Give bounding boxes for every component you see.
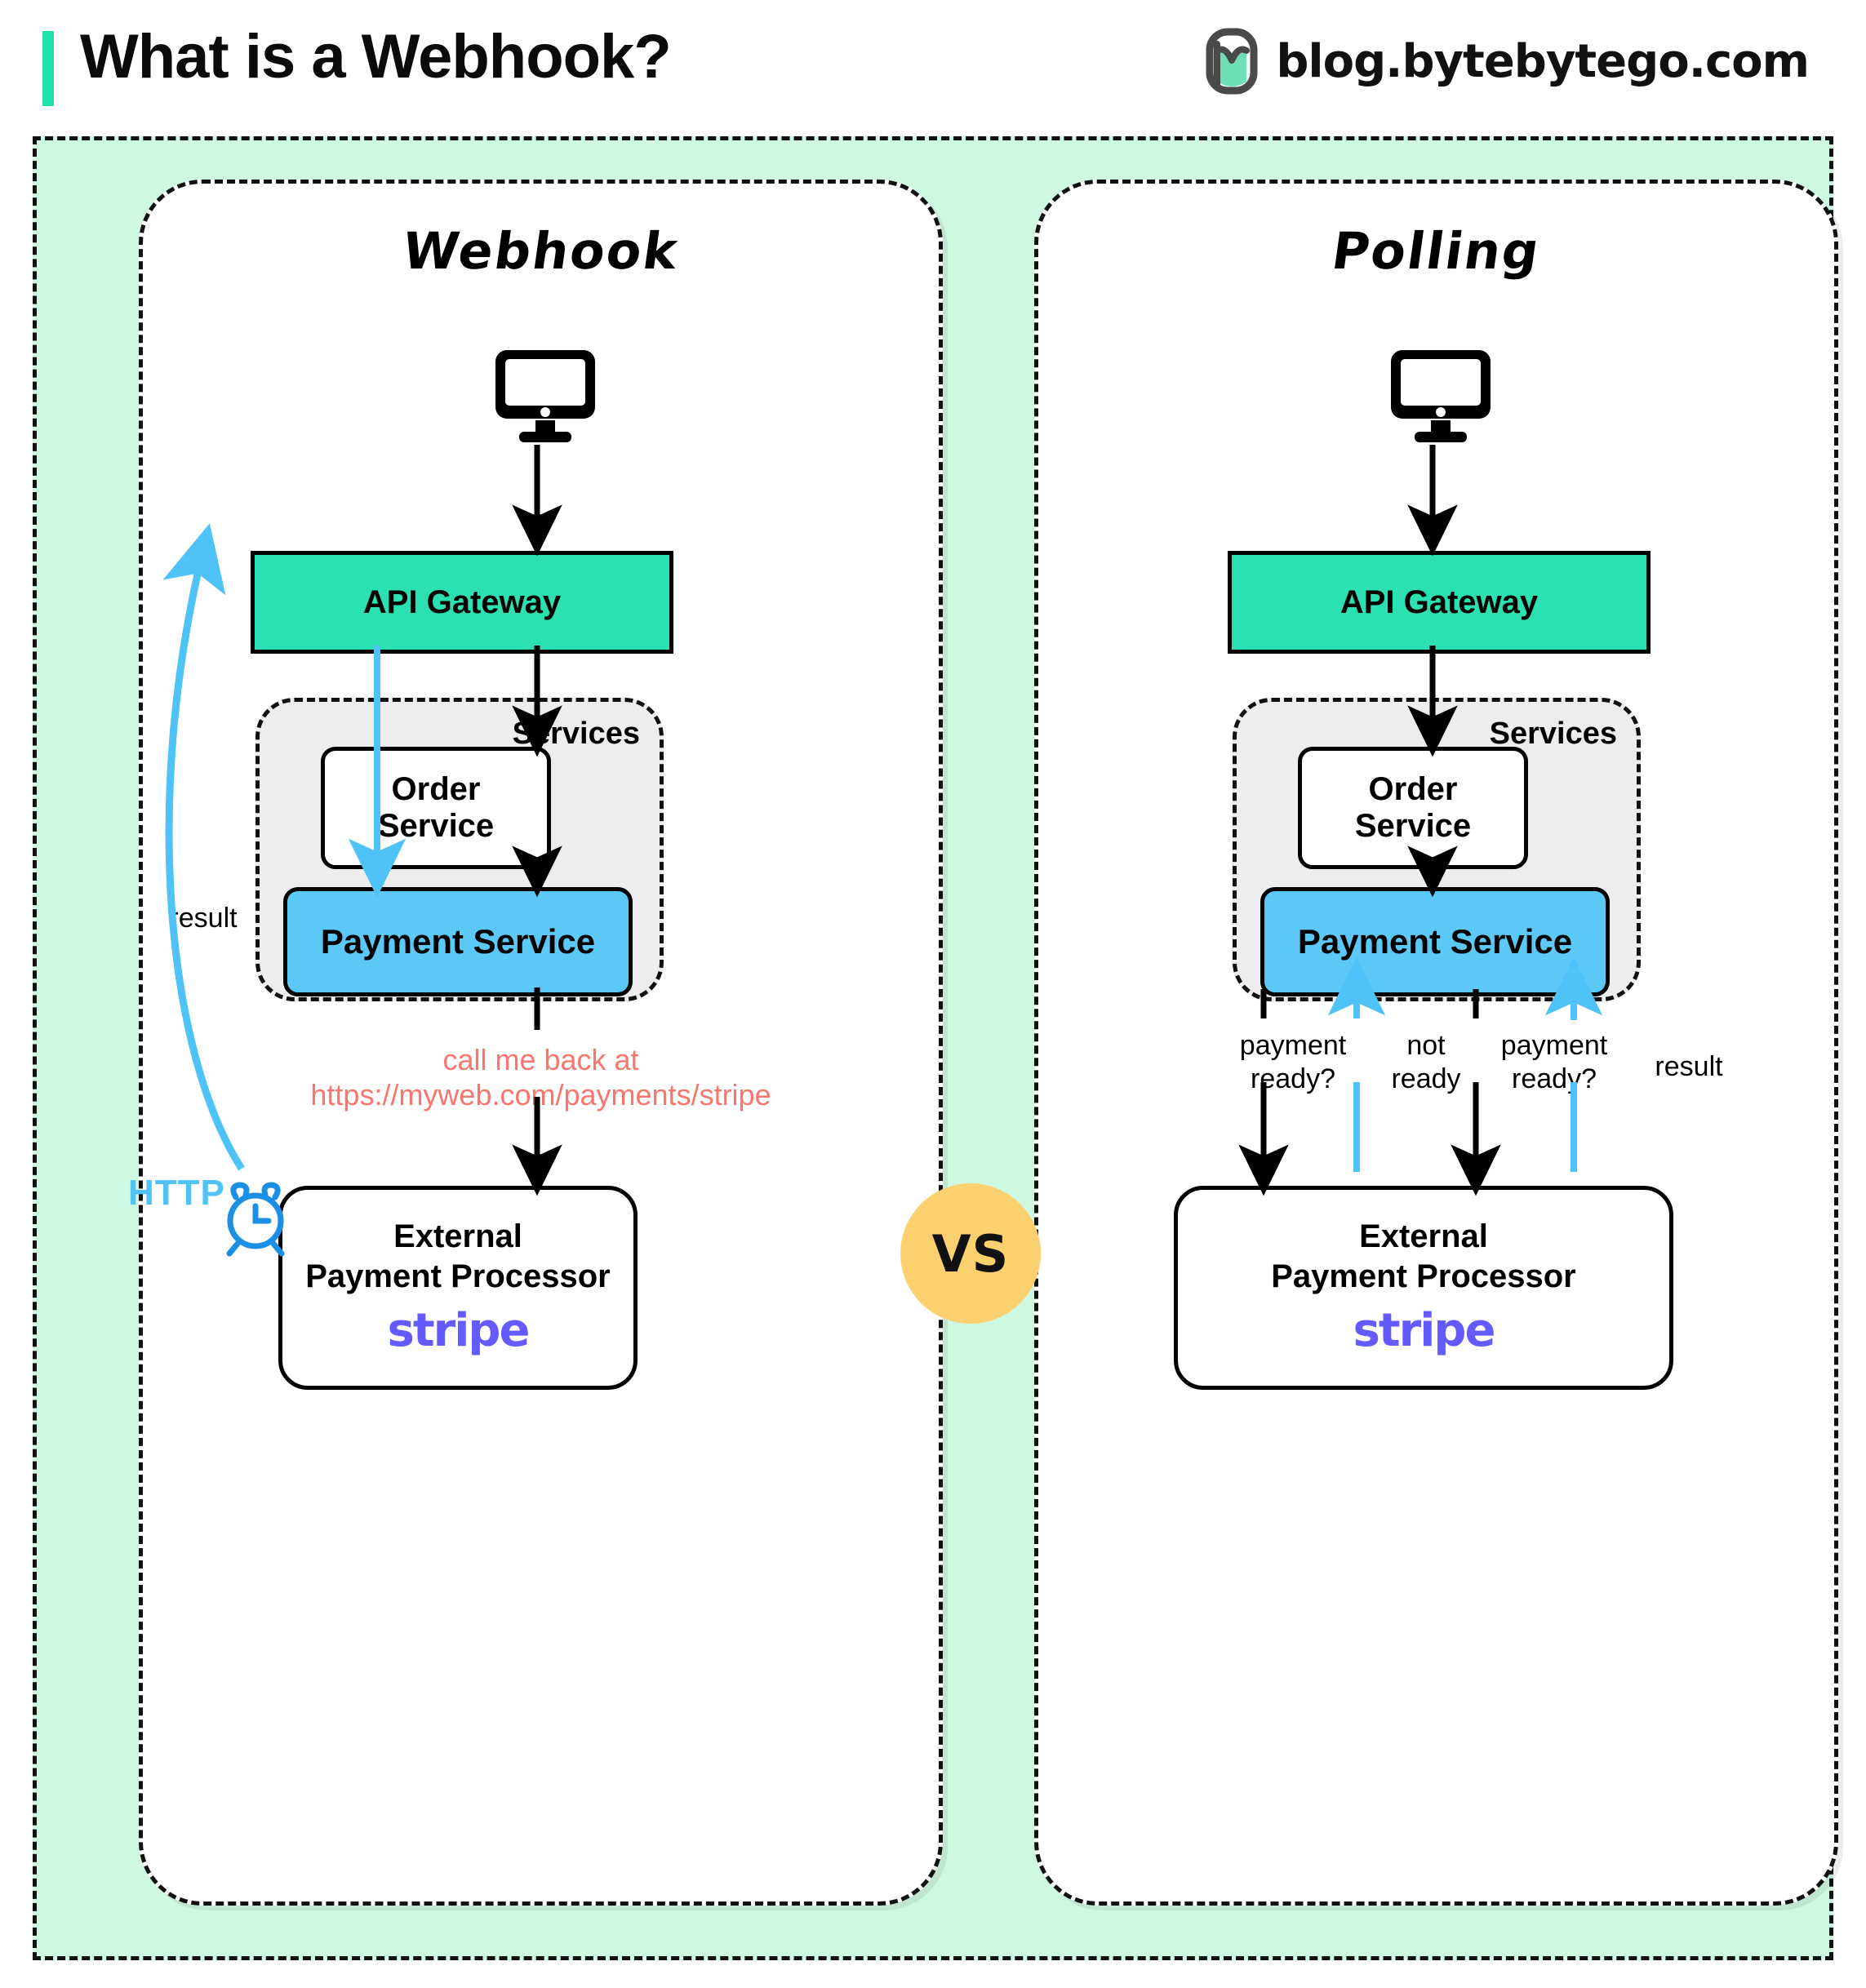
polling-payment-service-node[interactable]: Payment Service xyxy=(1260,887,1610,996)
polling-label-result: result xyxy=(1655,1051,1723,1082)
bytebytego-logo-icon xyxy=(1206,28,1258,95)
polling-order-service-label: Order Service xyxy=(1354,771,1472,844)
webhook-http-label: HTTP xyxy=(128,1173,225,1213)
webhook-callback-annotation: call me back at https://myweb.com/paymen… xyxy=(143,1042,939,1112)
panel-polling-title-text: Polling xyxy=(1328,221,1544,281)
polling-label-payment-ready-2: payment ready? xyxy=(1500,1030,1608,1095)
alarm-clock-icon xyxy=(226,1182,285,1257)
polling-external-line1: External xyxy=(1359,1218,1488,1254)
page-title: What is a Webhook? xyxy=(80,22,672,91)
polling-api-gateway-node[interactable]: API Gateway xyxy=(1228,551,1651,654)
vs-badge-label: VS xyxy=(931,1223,1010,1284)
webhook-order-service-node[interactable]: Order Service xyxy=(321,747,551,869)
webhook-external-line1: External xyxy=(393,1218,522,1254)
polling-label-payment-ready-1: payment ready? xyxy=(1239,1030,1347,1095)
vs-badge: VS xyxy=(900,1183,1041,1324)
panel-polling: Polling API Gateway Services Order Servi… xyxy=(1034,180,1838,1906)
webhook-payment-service-node[interactable]: Payment Service xyxy=(283,887,633,996)
webhook-order-service-label: Order Service xyxy=(377,771,495,844)
webhook-result-label: result xyxy=(169,903,238,934)
panel-webhook-title: Webhook xyxy=(139,221,943,281)
polling-order-service-node[interactable]: Order Service xyxy=(1298,747,1528,869)
panel-webhook: Webhook API Gateway Services Order Servi… xyxy=(128,180,943,1906)
monitor-icon xyxy=(1391,350,1491,442)
polling-external-line2: Payment Processor xyxy=(1271,1258,1576,1294)
brand-block: blog.bytebytego.com xyxy=(1206,28,1810,95)
stripe-logo: stripe xyxy=(1353,1304,1496,1358)
page-header: What is a Webhook? blog.bytebytego.com xyxy=(0,0,1866,131)
title-accent-bar xyxy=(42,31,54,106)
polling-api-gateway-label: API Gateway xyxy=(1340,584,1539,620)
panel-webhook-title-text: Webhook xyxy=(398,221,683,281)
webhook-callback-line2: https://myweb.com/payments/stripe xyxy=(310,1078,771,1112)
webhook-callback-line1: call me back at xyxy=(442,1043,639,1076)
webhook-external-line2: Payment Processor xyxy=(305,1258,611,1294)
webhook-api-gateway-label: API Gateway xyxy=(362,584,562,620)
webhook-payment-service-label: Payment Service xyxy=(320,922,596,961)
stripe-logo: stripe xyxy=(387,1304,531,1358)
brand-text: blog.bytebytego.com xyxy=(1276,34,1810,88)
polling-external-processor-node[interactable]: External Payment Processor stripe xyxy=(1174,1186,1673,1390)
webhook-external-processor-node[interactable]: External Payment Processor stripe xyxy=(278,1186,638,1390)
diagram-frame: Webhook API Gateway Services Order Servi… xyxy=(33,136,1838,1960)
panel-polling-title: Polling xyxy=(1034,221,1838,281)
webhook-api-gateway-node[interactable]: API Gateway xyxy=(251,551,673,654)
polling-payment-service-label: Payment Service xyxy=(1297,922,1573,961)
polling-label-not-ready: not ready xyxy=(1391,1030,1461,1095)
monitor-icon xyxy=(495,350,595,442)
polling-services-label: Services xyxy=(1489,717,1617,751)
